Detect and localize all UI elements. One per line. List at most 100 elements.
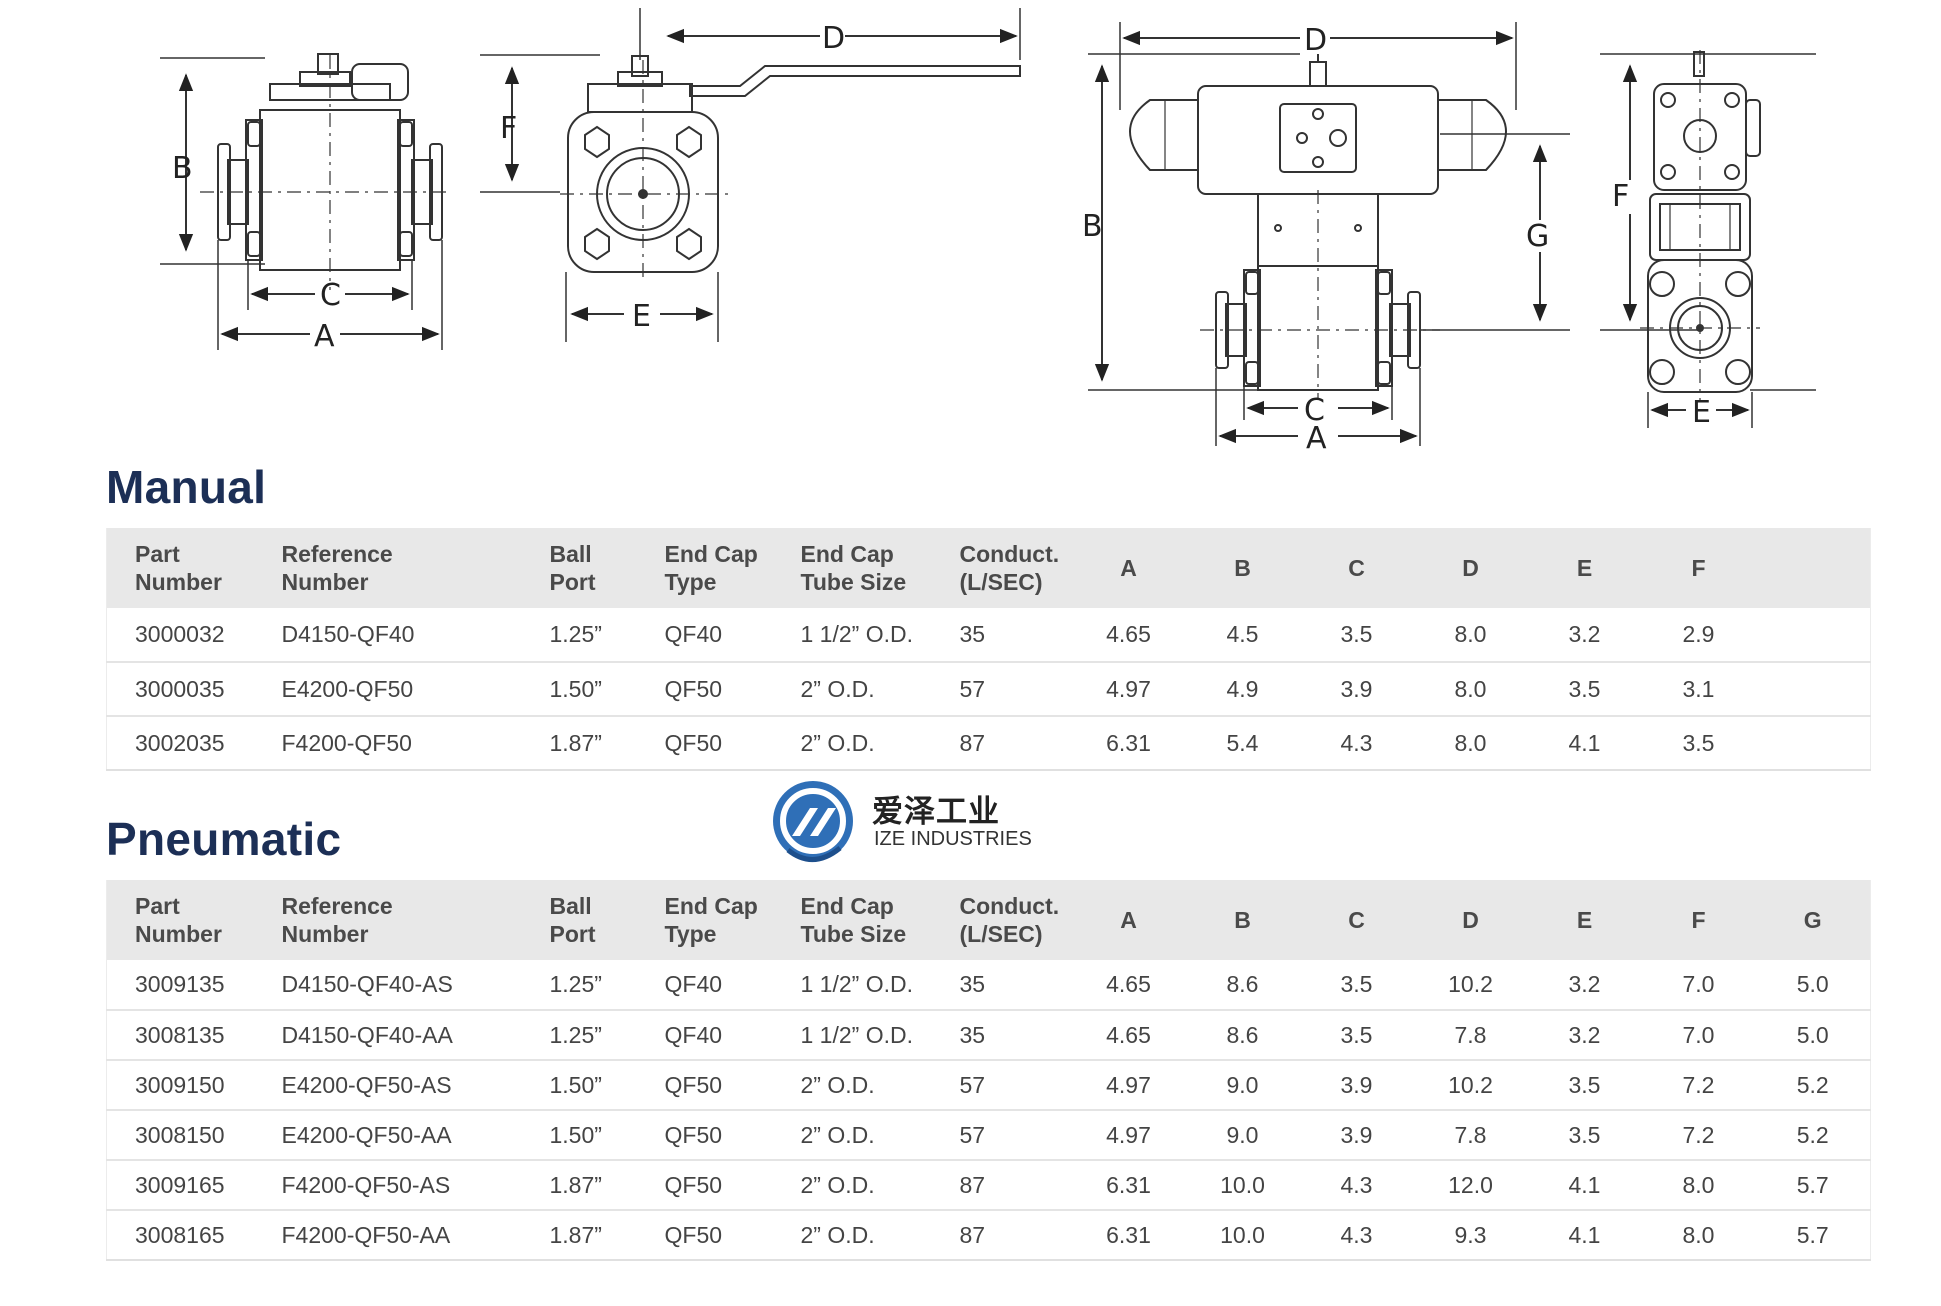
table-cell: 9.3 xyxy=(1413,1210,1528,1261)
table-cell: 6.31 xyxy=(1071,716,1186,771)
col-header-d: D xyxy=(1413,528,1528,608)
table-cell: 2” O.D. xyxy=(772,1160,932,1211)
col-header-a: A xyxy=(1071,528,1186,608)
ize-industries-logo: 爱泽工业 IZE INDUSTRIES xyxy=(770,778,1070,868)
table-cell: 9.0 xyxy=(1185,1060,1300,1111)
table-cell xyxy=(1755,662,1871,717)
table-cell: 4.65 xyxy=(1071,608,1186,663)
table-cell: 7.8 xyxy=(1413,1110,1528,1161)
table-cell: QF50 xyxy=(636,716,773,771)
table-cell: QF50 xyxy=(636,1060,773,1111)
table-cell: 3000032 xyxy=(106,608,254,663)
dim-label-d: D xyxy=(1304,23,1327,58)
table-cell: E4200-QF50-AA xyxy=(253,1110,522,1161)
table-cell: 4.3 xyxy=(1299,1160,1414,1211)
table-cell: QF40 xyxy=(636,608,773,663)
table-cell: 3008150 xyxy=(106,1110,254,1161)
table-cell: QF50 xyxy=(636,1210,773,1261)
table-cell: 8.0 xyxy=(1413,662,1528,717)
table-cell: E4200-QF50 xyxy=(253,662,522,717)
table-cell: 3008135 xyxy=(106,1010,254,1061)
table-cell: 3000035 xyxy=(106,662,254,717)
table-cell: 1 1/2” O.D. xyxy=(772,960,932,1011)
table-cell: 1.50” xyxy=(521,1110,637,1161)
dim-label-b: B xyxy=(1082,209,1103,244)
table-cell: 35 xyxy=(931,960,1072,1011)
table-cell: 3008165 xyxy=(106,1210,254,1261)
table-cell: 4.65 xyxy=(1071,960,1186,1011)
table-cell: QF40 xyxy=(636,1010,773,1061)
logo-chinese-name: 爱泽工业 xyxy=(872,794,1000,830)
table-cell: 4.97 xyxy=(1071,1060,1186,1111)
table-cell: 4.97 xyxy=(1071,1110,1186,1161)
table-cell: QF50 xyxy=(636,662,773,717)
table-cell: 87 xyxy=(931,1210,1072,1261)
pneumatic-side-view xyxy=(1088,22,1570,446)
valve-dimension-drawings: B C A F D E D B G C A F E xyxy=(160,8,1816,456)
table-cell: 3002035 xyxy=(106,716,254,771)
table-cell: 5.2 xyxy=(1755,1110,1871,1161)
dim-label-e: E xyxy=(1692,395,1711,430)
table-cell: 1.50” xyxy=(521,1060,637,1111)
table-cell: 35 xyxy=(931,1010,1072,1061)
table-cell: 5.0 xyxy=(1755,960,1871,1011)
table-cell: 8.6 xyxy=(1185,960,1300,1011)
col-header-a: A xyxy=(1071,880,1186,960)
table-cell: 8.0 xyxy=(1641,1210,1756,1261)
col-header-f: F xyxy=(1641,528,1756,608)
table-cell: 10.0 xyxy=(1185,1210,1300,1261)
table-cell: 57 xyxy=(931,662,1072,717)
table-cell: 3.5 xyxy=(1527,1060,1642,1111)
table-cell: 10.2 xyxy=(1413,1060,1528,1111)
logo-english-name: IZE INDUSTRIES xyxy=(874,828,1032,850)
dim-label-b: B xyxy=(172,151,193,186)
table-cell: 3.2 xyxy=(1527,1010,1642,1061)
table-cell: 5.7 xyxy=(1755,1160,1871,1211)
table-cell: 7.2 xyxy=(1641,1060,1756,1111)
pneumatic-front-view xyxy=(1600,50,1816,428)
table-cell: 57 xyxy=(931,1110,1072,1161)
table-cell: 4.1 xyxy=(1527,716,1642,771)
dim-label-c: C xyxy=(320,278,341,313)
col-header-e: E xyxy=(1527,528,1642,608)
table-cell: F4200-QF50-AA xyxy=(253,1210,522,1261)
dim-label-f: F xyxy=(500,111,517,146)
col-header-g: G xyxy=(1755,880,1871,960)
table-cell: 4.3 xyxy=(1299,1210,1414,1261)
table-cell: 7.8 xyxy=(1413,1010,1528,1061)
col-header-e: E xyxy=(1527,880,1642,960)
table-cell: 3.5 xyxy=(1299,608,1414,663)
dim-label-f: F xyxy=(1612,179,1629,214)
table-cell: 1.25” xyxy=(521,608,637,663)
table-cell: 3.1 xyxy=(1641,662,1756,717)
table-cell: F4200-QF50-AS xyxy=(253,1160,522,1211)
col-header-b: B xyxy=(1185,880,1300,960)
table-cell: 1 1/2” O.D. xyxy=(772,1010,932,1061)
table-cell xyxy=(1755,716,1871,771)
table-cell: 3.5 xyxy=(1527,662,1642,717)
table-cell: 4.9 xyxy=(1185,662,1300,717)
table-cell: 5.4 xyxy=(1185,716,1300,771)
table-cell: 1.87” xyxy=(521,1160,637,1211)
table-cell: 4.1 xyxy=(1527,1210,1642,1261)
table-cell: 3.9 xyxy=(1299,662,1414,717)
table-cell: 3.9 xyxy=(1299,1110,1414,1161)
table-cell: 3.5 xyxy=(1299,1010,1414,1061)
table-cell: D4150-QF40-AS xyxy=(253,960,522,1011)
table-cell: 3.5 xyxy=(1641,716,1756,771)
table-cell: 10.0 xyxy=(1185,1160,1300,1211)
table-cell: 3.9 xyxy=(1299,1060,1414,1111)
col-header-conductance: Conduct.(L/SEC) xyxy=(931,880,1072,960)
table-cell: 6.31 xyxy=(1071,1210,1186,1261)
